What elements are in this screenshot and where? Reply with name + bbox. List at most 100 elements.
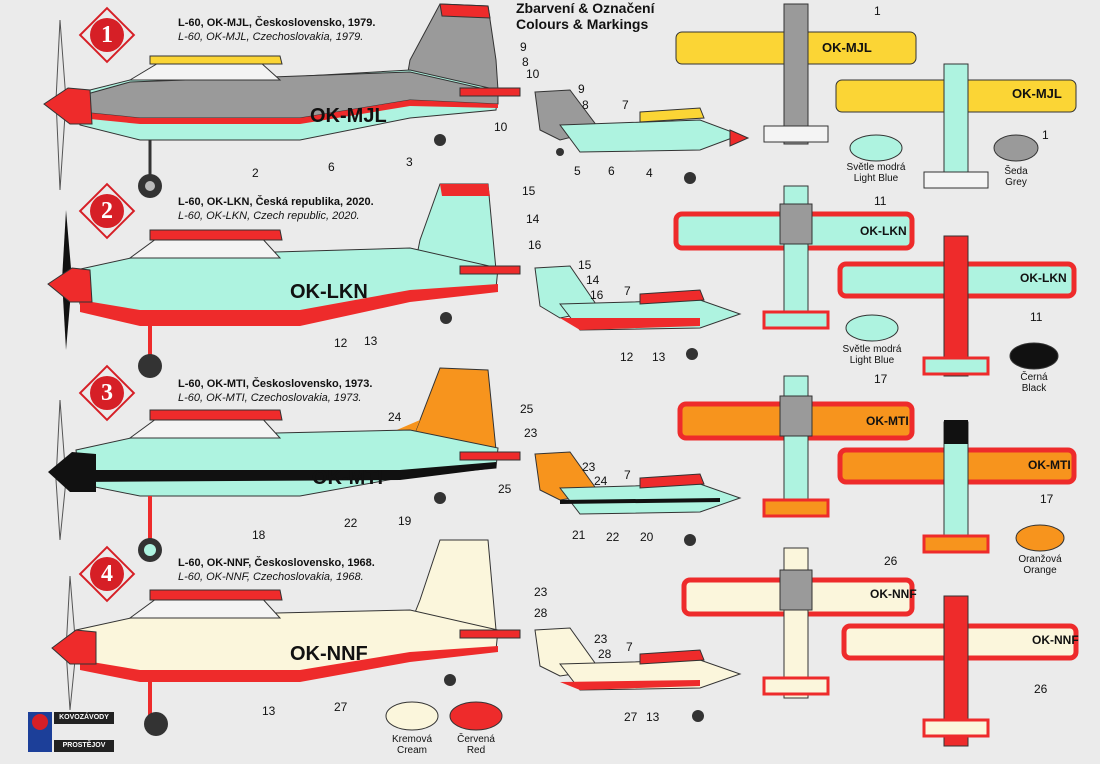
- swatch-orange: [1015, 524, 1065, 552]
- callout-number: 8: [522, 55, 529, 69]
- swatch-label-cz: Světle modrá: [842, 344, 902, 355]
- logo-line-2: PROSTĚJOV: [54, 740, 114, 752]
- swatch-label-grey: Šeda Grey: [976, 166, 1056, 188]
- swatch-label-cz: Oranžová: [1018, 554, 1062, 565]
- scheme-2-caption: L-60, OK-LKN, Česká republika, 2020. L-6…: [178, 195, 374, 223]
- callout-number: 25: [520, 402, 534, 416]
- scheme-3-wing-registration: OK-MTI: [866, 414, 909, 428]
- scheme-4-perspective-view: [534, 627, 742, 722]
- scheme-1-perspective-view: [534, 89, 750, 184]
- scheme-3-side-view: [48, 367, 521, 562]
- callout-number: 6: [328, 160, 335, 174]
- swatch-label-cream: Kremová Cream: [372, 734, 452, 756]
- badge-4-number: 4: [101, 561, 113, 587]
- callout-number: 13: [262, 704, 276, 718]
- swatch-label-light-blue-2: Světle modrá Light Blue: [832, 344, 912, 366]
- scheme-4-registration: OK-NNF: [290, 643, 368, 665]
- scheme-4-wing-registration: OK-NNF: [870, 587, 917, 601]
- swatch-grey: [993, 134, 1039, 162]
- swatch-label-orange: Oranžová Orange: [1000, 554, 1080, 576]
- badge-1-number: 1: [101, 22, 113, 48]
- swatch-label-red: Červená Red: [436, 734, 516, 756]
- scheme-4-caption-en: L-60, OK-NNF, Czechoslovakia, 1968.: [178, 571, 364, 583]
- scheme-4-badge: 4: [78, 545, 136, 603]
- header-title-en: Colours & Markings: [516, 16, 649, 32]
- callout-number: 27: [624, 710, 638, 724]
- scheme-2-caption-en: L-60, OK-LKN, Czech republic, 2020.: [178, 210, 360, 222]
- scheme-1-caption-en: L-60, OK-MJL, Czechoslovakia, 1979.: [178, 31, 364, 43]
- scheme-4-top-views: [681, 547, 1079, 747]
- scheme-3-top-views: [677, 375, 1077, 554]
- swatch-label-en: Light Blue: [853, 173, 899, 184]
- callout-number: 7: [624, 284, 631, 298]
- callout-number: 10: [526, 67, 540, 81]
- swatch-black: [1009, 342, 1059, 370]
- callout-number: 22: [606, 530, 620, 544]
- scheme-2-caption-cz: L-60, OK-LKN, Česká republika, 2020.: [178, 196, 374, 208]
- swatch-label-en: Cream: [396, 745, 427, 756]
- swatch-label-en: Red: [466, 745, 486, 756]
- swatch-label-en: Black: [1021, 383, 1047, 394]
- scheme-1-caption-cz: L-60, OK-MJL, Československo, 1979.: [178, 17, 376, 29]
- callout-number: 12: [620, 350, 634, 364]
- badge-2-frame: [78, 182, 136, 240]
- page-header: Zbarvení & Označení Colours & Markings: [516, 0, 654, 32]
- callout-number: 14: [586, 273, 600, 287]
- callout-number: 28: [534, 606, 548, 620]
- swatch-label-cz: Šeda: [1004, 166, 1028, 177]
- callout-number: 9: [520, 40, 527, 54]
- scheme-1-caption: L-60, OK-MJL, Československo, 1979. L-60…: [178, 16, 375, 44]
- callout-number: 23: [594, 632, 608, 646]
- callout-number: 26: [1034, 682, 1048, 696]
- scheme-3-caption-cz: L-60, OK-MTI, Československo, 1973.: [178, 378, 373, 390]
- scheme-1-badge: 1: [78, 6, 136, 64]
- badge-1-frame: [78, 6, 136, 64]
- scheme-1-wing-registration-2: OK-MJL: [1012, 86, 1062, 101]
- callout-number: 7: [624, 468, 631, 482]
- callout-number: 10: [494, 120, 508, 134]
- callout-number: 18: [252, 528, 266, 542]
- callout-number: 23: [534, 585, 548, 599]
- scheme-2-registration: OK-LKN: [290, 281, 368, 303]
- callout-number: 19: [398, 514, 412, 528]
- callout-number: 9: [578, 82, 585, 96]
- scheme-4-caption-cz: L-60, OK-NNF, Československo, 1968.: [178, 557, 375, 569]
- badge-4-frame: [78, 545, 136, 603]
- scheme-3-registration: OK-MTI: [312, 467, 383, 489]
- swatch-label-cz: Černá: [1020, 372, 1048, 383]
- callout-number: 8: [582, 98, 589, 112]
- callout-number: 24: [594, 474, 608, 488]
- scheme-2-top-views: [673, 185, 1077, 377]
- swatch-label-light-blue-1: Světle modrá Light Blue: [836, 162, 916, 184]
- callout-number: 17: [1040, 492, 1054, 506]
- scheme-1-wing-registration: OK-MJL: [822, 40, 872, 55]
- scheme-2-badge: 2: [78, 182, 136, 240]
- swatch-cream: [385, 701, 439, 731]
- callout-number: 7: [626, 640, 633, 654]
- scheme-2-wing-registration: OK-LKN: [860, 224, 907, 238]
- callout-number: 23: [524, 426, 538, 440]
- scheme-4-caption: L-60, OK-NNF, Československo, 1968. L-60…: [178, 556, 375, 584]
- callout-number: 11: [874, 194, 887, 208]
- callout-number: 16: [590, 288, 604, 302]
- scheme-3-caption-en: L-60, OK-MTI, Czechoslovakia, 1973.: [178, 392, 362, 404]
- callout-number: 13: [652, 350, 666, 364]
- callout-number: 27: [334, 700, 348, 714]
- callout-number: 4: [646, 166, 653, 180]
- callout-number: 11: [1030, 310, 1043, 324]
- badge-3-frame: [78, 364, 136, 422]
- callout-number: 16: [528, 238, 542, 252]
- scheme-2-side-view: [47, 183, 521, 378]
- callout-number: 5: [574, 164, 581, 178]
- callout-number: 6: [608, 164, 615, 178]
- swatch-label-cz: Světle modrá: [846, 162, 906, 173]
- scheme-2-perspective-view: [534, 265, 742, 360]
- callout-number: 1: [1042, 128, 1049, 142]
- scheme-4-side-view: [51, 539, 521, 736]
- badge-2-number: 2: [101, 198, 113, 224]
- callout-number: 14: [526, 212, 540, 226]
- logo-line-1: KOVOZÁVODY: [54, 712, 114, 724]
- callout-number: 15: [522, 184, 536, 198]
- scheme-3-badge: 3: [78, 364, 136, 422]
